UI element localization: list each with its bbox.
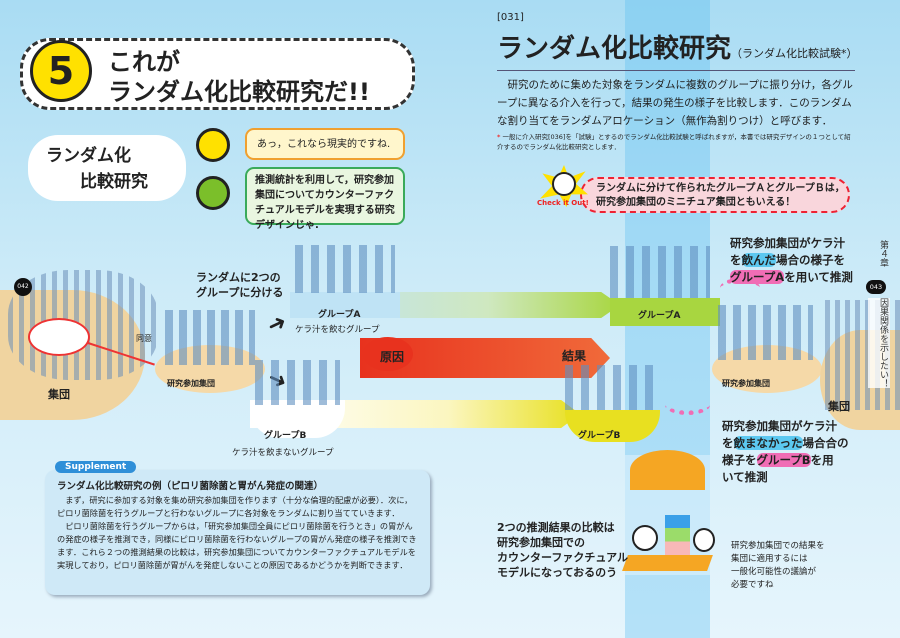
population-label: 集団 xyxy=(48,388,70,401)
chapter-side-title: 因果関係を示したい！ xyxy=(868,298,890,388)
mascot-face-icon xyxy=(196,128,230,162)
split-label: ランダムに2つの グループに分ける xyxy=(196,270,283,300)
consent-label: 同意 xyxy=(136,334,152,343)
title-text: ランダム化比較研究 xyxy=(497,34,732,64)
assistant-comment: 研究参加集団での結果を 集団に適用するには 一般化可能性の議論が 必要ですね xyxy=(731,540,825,592)
supplement-box: ランダム化比較研究の例（ピロリ菌除菌と胃がん発症の関連） まず，研究に参加する対… xyxy=(45,470,430,595)
infer-b-group-highlight: グループB xyxy=(756,453,811,467)
population-label-right: 集団 xyxy=(828,400,850,413)
title-line-2: ランダム化比較研究だ!! xyxy=(108,78,370,106)
title-rule xyxy=(497,70,855,71)
infer-a-highlight: 飲んだ xyxy=(741,253,776,267)
assistant-comment-line: 一般化可能性の議論が xyxy=(731,567,817,577)
entry-code: [031] xyxy=(497,12,524,23)
group-a-illustration xyxy=(295,245,395,293)
infer-a-text: を用いて推測 xyxy=(784,270,853,284)
professor-face-icon xyxy=(196,176,230,210)
professor-comment-line: 研究参加集団での xyxy=(497,536,585,549)
chapter-number-badge: 5 xyxy=(30,40,92,102)
group-b-illustration xyxy=(255,360,340,405)
mascot-speech-bubble: あっ，これなら現実的ですね. xyxy=(245,128,405,160)
arrow-to-group-a-icon: ➜ xyxy=(263,309,291,340)
title-subtitle: （ランダム化比較試験*） xyxy=(731,47,858,60)
topic-cloud: ランダム化 比較研究 xyxy=(28,135,186,201)
participants-label: 研究参加集団 xyxy=(167,379,215,388)
check-it-out-bubble: ランダムに分けて作られたグループＡとグループＢは， 研究参加集団のミニチュア集団… xyxy=(580,177,850,213)
infer-b-text: を xyxy=(722,436,734,450)
group-a-result-illustration xyxy=(610,246,710,298)
assistant-comment-line: 研究参加集団での結果を xyxy=(731,541,825,551)
page-title: ランダム化比較研究（ランダム化比較試験*） xyxy=(497,28,858,65)
infer-a-line-1: 研究参加集団がケラ汁 xyxy=(730,236,845,250)
box-top xyxy=(630,450,705,490)
title-line-1: これが xyxy=(108,48,180,76)
group-a-label: グループA xyxy=(318,310,361,320)
cause-knob xyxy=(363,337,413,371)
infer-b-line-1: 研究参加集団がケラ汁 xyxy=(722,419,837,433)
chapter-tab: 第４章 xyxy=(878,240,888,267)
infer-b-text: を用 xyxy=(810,453,834,467)
cloud-line-2: 比較研究 xyxy=(80,172,148,192)
infer-group-a-text: 研究参加集団がケラ汁 を飲んだ場合の様子を グループAを用いて推測 xyxy=(730,235,853,286)
cloud-line-1: ランダム化 xyxy=(46,146,131,166)
check-line-1: ランダムに分けて作られたグループＡとグループＢは， xyxy=(596,183,845,194)
split-label-line-1: ランダムに2つの xyxy=(196,271,281,284)
infer-group-b-text: 研究参加集団がケラ汁 を飲まなかった場合合の 様子をグループBを用 いて推測 xyxy=(722,418,849,486)
box-floor xyxy=(622,555,713,571)
group-b-result-illustration xyxy=(565,365,655,413)
group-a-result-plate xyxy=(610,298,720,326)
check-line-2: 研究参加集団のミニチュア集団ともいえる！ xyxy=(596,197,796,208)
assistant-comment-line: 必要ですね xyxy=(731,580,774,590)
group-b-result-plate xyxy=(565,410,660,442)
participants-illustration xyxy=(165,310,255,365)
sample-circle xyxy=(28,318,90,356)
professor-comment-line: カウンターファクチュアル xyxy=(497,551,629,564)
infer-b-text: 場合合の xyxy=(802,436,849,450)
assistant-comment-line: 集団に適用するには xyxy=(731,554,808,564)
group-b-result-label: グループB xyxy=(578,431,621,441)
footnote-text: 一般に介入研究[036]を「試験」とするのでランダム化比較試験と呼ばれますが，本… xyxy=(497,133,851,151)
infer-a-text: 場合の様子を xyxy=(776,253,845,267)
dotted-arrow-b xyxy=(665,395,710,415)
body-paragraph: 研究のために集めた対象をランダムに複数のグループに振り分け，各グループに異なる介… xyxy=(497,79,853,127)
participants-label-right: 研究参加集団 xyxy=(722,379,770,388)
professor-character-icon xyxy=(632,525,658,551)
group-a-desc: ケラ汁を飲むグループ xyxy=(295,325,380,335)
chapter-title: これが ランダム化比較研究だ!! xyxy=(108,47,370,107)
check-badge: Check it Out! xyxy=(537,199,589,207)
mascot-face-icon xyxy=(552,172,576,196)
professor-comment: 2つの推測結果の比較は 研究参加集団での カウンターファクチュアル モデルになっ… xyxy=(497,520,628,580)
infer-b-text: 様子を xyxy=(722,453,757,467)
assistant-character-icon xyxy=(693,528,715,552)
pyramid-characters xyxy=(665,515,690,555)
left-page-number: 042 xyxy=(14,278,32,296)
cause-label: 原因 xyxy=(380,350,405,364)
professor-speech-bubble: 推測統計を利用して，研究参加集団についてカウンターファクチュアルモデルを実現する… xyxy=(245,167,405,231)
footnote-mark: * xyxy=(497,133,501,141)
right-page-number: 043 xyxy=(866,280,886,294)
professor-comment-line: 2つの推測結果の比較は xyxy=(497,521,615,534)
supplement-heading: ランダム化比較研究の例（ピロリ菌除菌と胃がん発症の関連） xyxy=(57,481,324,492)
participants-illustration-right xyxy=(718,305,813,360)
split-label-line-2: グループに分ける xyxy=(196,286,284,299)
infer-a-text: を xyxy=(730,253,742,267)
professor-comment-line: モデルになっておるのう xyxy=(497,566,618,579)
group-b-desc: ケラ汁を飲まないグループ xyxy=(232,448,334,458)
supplement-paragraph: まず，研究に参加する対象を集め研究参加集団を作ります（十分な倫理的配慮が必要）．… xyxy=(57,495,413,518)
supplement-paragraph: ピロリ菌除菌を行うグループからは，「研究参加集団全員にピロリ菌除菌を行うとき」の… xyxy=(57,521,417,570)
footnote: * 一般に介入研究[036]を「試験」とするのでランダム化比較試験と呼ばれますが… xyxy=(497,132,857,152)
group-a-result-label: グループA xyxy=(638,311,681,321)
group-b-label: グループB xyxy=(264,431,307,441)
group-a-plate xyxy=(290,292,400,318)
infer-a-group-highlight: グループA xyxy=(730,270,785,284)
group-b-plate xyxy=(250,400,345,438)
infer-b-line-4: いて推測 xyxy=(722,470,768,484)
effect-label: 結果 xyxy=(562,349,587,363)
infer-b-highlight: 飲まなかった xyxy=(733,436,803,450)
supplement-tag: Supplement xyxy=(55,461,137,473)
chapter-title-box: これが ランダム化比較研究だ!! xyxy=(20,38,415,110)
